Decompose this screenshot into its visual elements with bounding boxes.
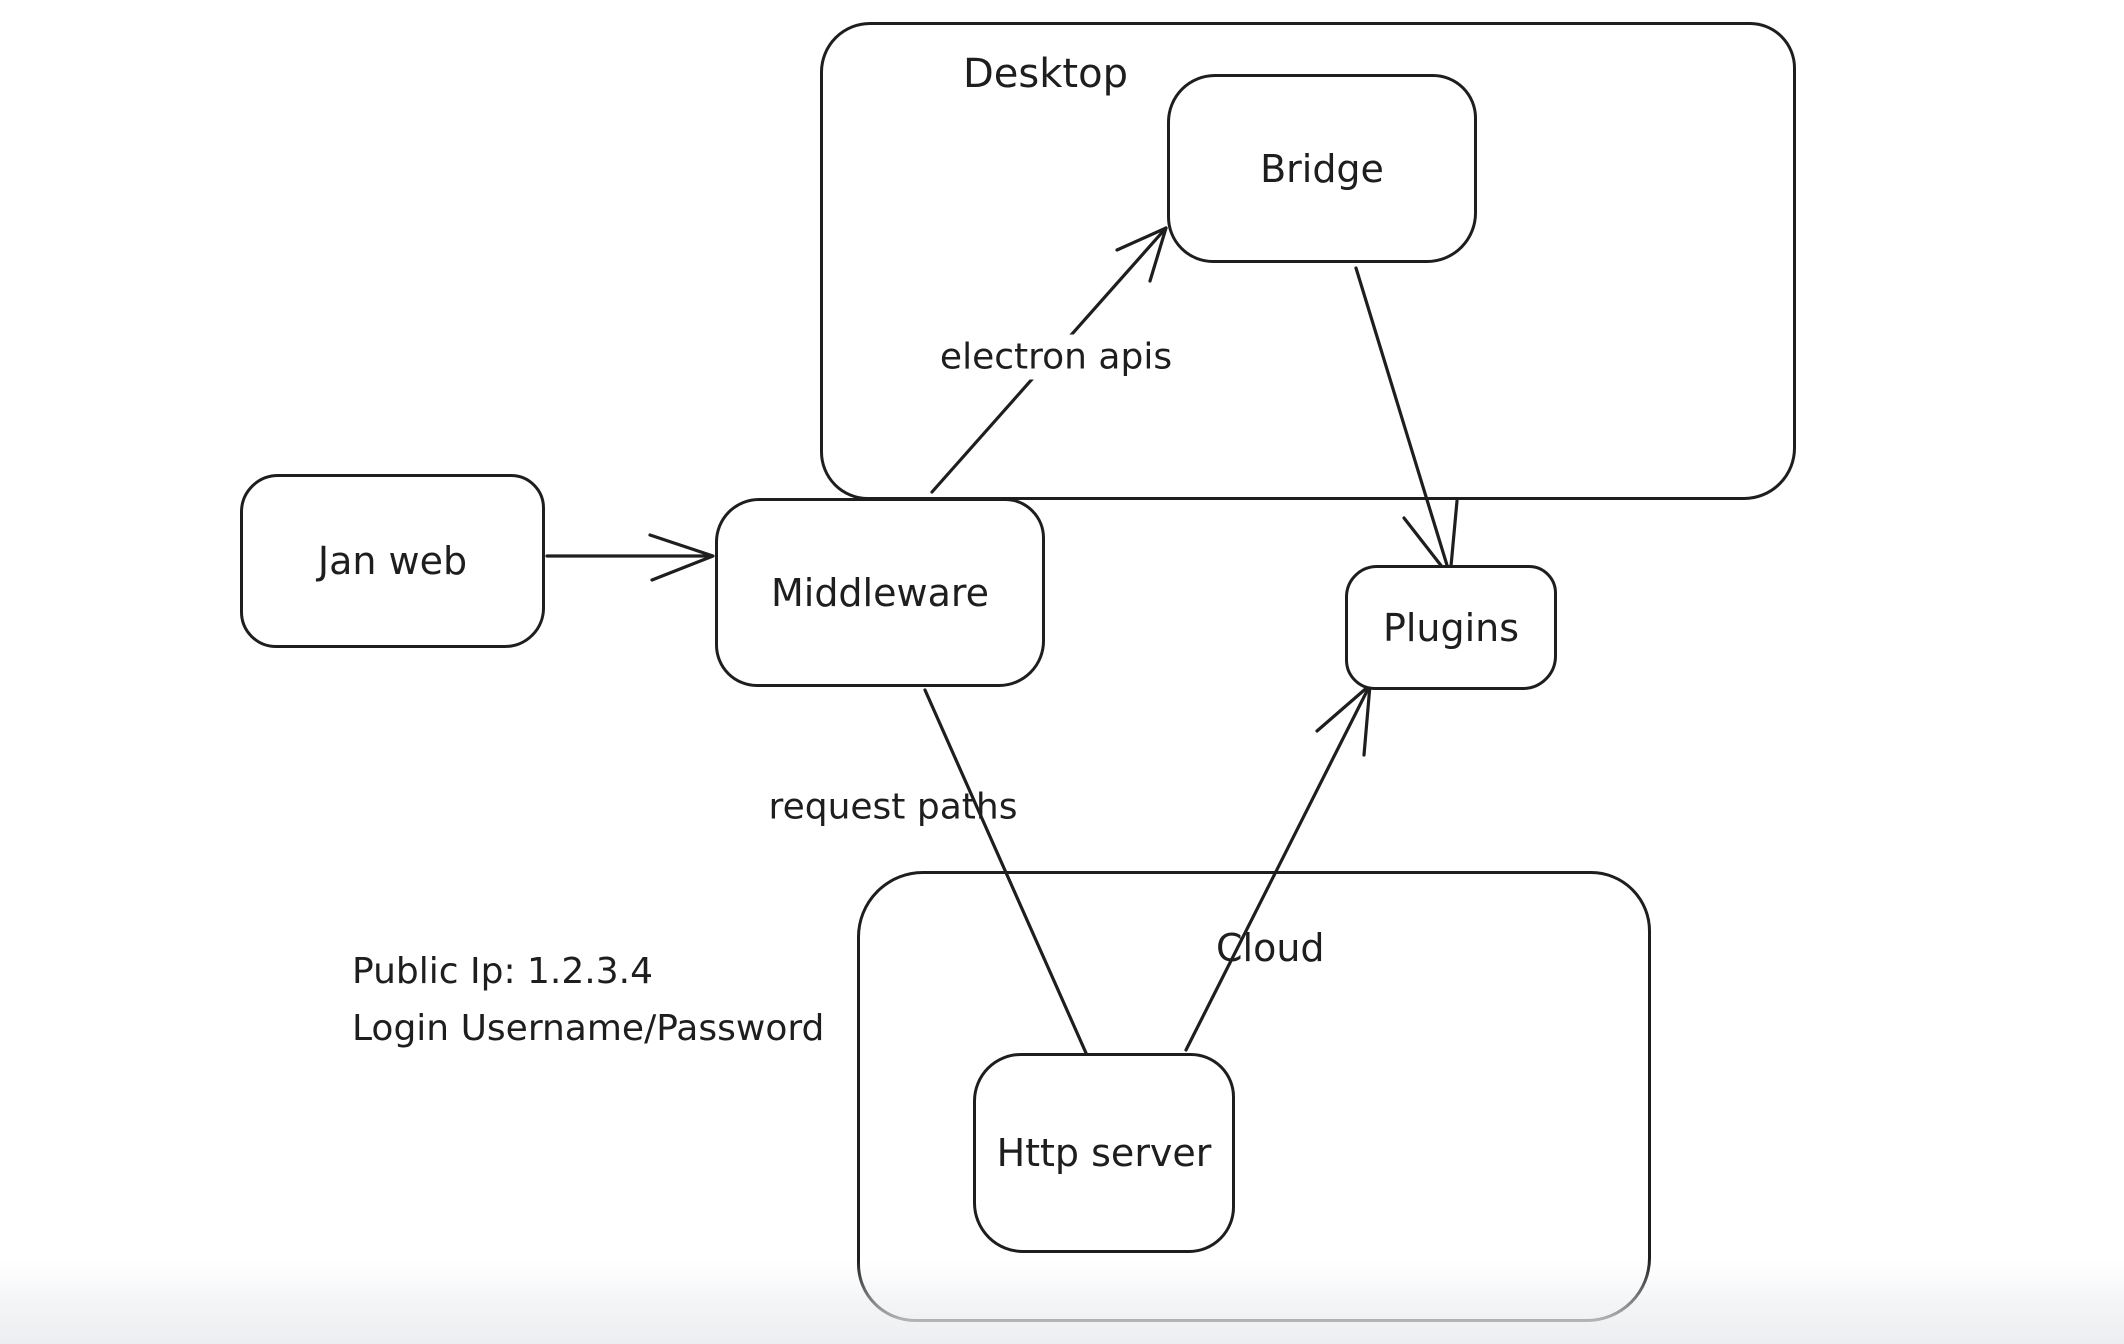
edge-label-request-paths: request paths	[768, 786, 1018, 828]
edge-middleware-to-bridge-arrowhead	[1115, 226, 1168, 283]
node-bridge[interactable]: Bridge	[1167, 74, 1477, 263]
credentials-note[interactable]: Public Ip: 1.2.3.4 Login Username/Passwo…	[352, 943, 824, 1057]
node-plugins-label: Plugins	[1382, 605, 1520, 650]
node-middleware-label: Middleware	[770, 570, 990, 615]
node-http-server[interactable]: Http server	[973, 1053, 1235, 1253]
edge-middleware-to-http-server-line[interactable]	[923, 688, 1088, 1055]
node-plugins[interactable]: Plugins	[1345, 565, 1557, 690]
cloud-container-label: Cloud	[1216, 926, 1325, 970]
login-text: Login Username/Password	[352, 1008, 825, 1049]
edge-http-server-to-plugins-line[interactable]	[1184, 683, 1372, 1052]
node-middleware[interactable]: Middleware	[715, 498, 1045, 687]
edge-http-server-to-plugins-arrowhead	[1315, 683, 1372, 757]
desktop-container[interactable]	[820, 22, 1796, 500]
edge-label-electron-apis: electron apis	[929, 334, 1183, 380]
edge-bridge-to-plugins-line[interactable]	[1354, 266, 1452, 577]
node-jan-web[interactable]: Jan web	[240, 474, 545, 648]
node-bridge-label: Bridge	[1260, 146, 1384, 191]
public-ip-text: Public Ip: 1.2.3.4	[352, 951, 653, 992]
desktop-container-label: Desktop	[963, 51, 1128, 97]
node-jan-web-label: Jan web	[317, 539, 468, 583]
node-http-server-label: Http server	[996, 1131, 1212, 1175]
edge-jan-web-to-middleware-arrowhead	[648, 533, 715, 582]
